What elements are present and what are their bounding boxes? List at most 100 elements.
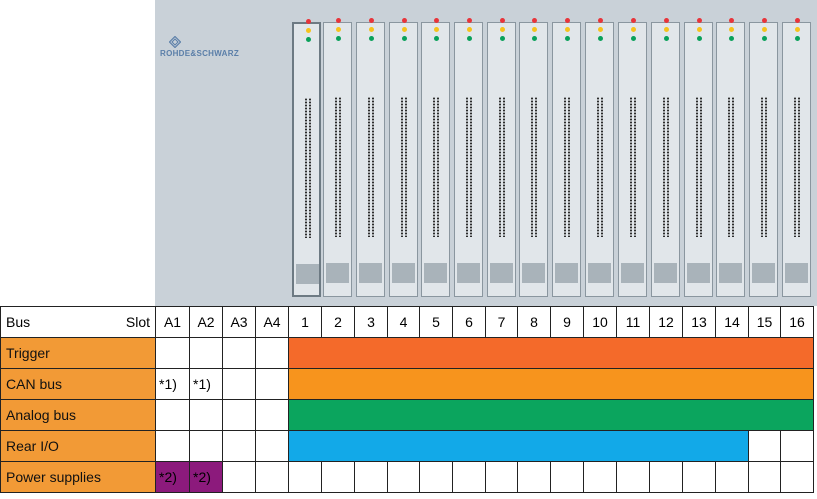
slot-cell bbox=[420, 462, 453, 493]
vent-grille bbox=[596, 97, 604, 237]
vent-grille bbox=[367, 97, 375, 237]
led-yellow-indicator bbox=[631, 27, 636, 32]
module-handle bbox=[785, 263, 808, 283]
aux-cell: *2) bbox=[190, 462, 223, 493]
led-yellow-indicator bbox=[729, 27, 734, 32]
aux-cell bbox=[223, 369, 256, 400]
rs-diamond-logo-icon bbox=[169, 36, 181, 48]
led-red-indicator bbox=[467, 18, 472, 23]
led-green-indicator bbox=[434, 36, 439, 41]
slot-cell bbox=[781, 431, 814, 462]
aux-cell bbox=[156, 400, 190, 431]
slot-header: 14 bbox=[716, 307, 749, 338]
vent-grille bbox=[760, 97, 768, 237]
led-green-indicator bbox=[402, 36, 407, 41]
slot-cell bbox=[453, 462, 486, 493]
aux-cell bbox=[256, 338, 289, 369]
vent-grille bbox=[400, 97, 408, 237]
slot-cell bbox=[716, 462, 749, 493]
aux-cell bbox=[156, 338, 190, 369]
bus-coverage-bar bbox=[289, 338, 814, 369]
aux-slot-header: A4 bbox=[256, 307, 289, 338]
led-green-indicator bbox=[697, 36, 702, 41]
led-green-indicator bbox=[369, 36, 374, 41]
bus-row-label: CAN bus bbox=[1, 369, 156, 400]
slot-header: 16 bbox=[781, 307, 814, 338]
module-card-15 bbox=[749, 22, 778, 297]
slot-header: 9 bbox=[551, 307, 584, 338]
bus-row-label: Trigger bbox=[1, 338, 156, 369]
led-yellow-indicator bbox=[697, 27, 702, 32]
led-green-indicator bbox=[762, 36, 767, 41]
slot-cell bbox=[322, 462, 355, 493]
slot-header: 15 bbox=[749, 307, 781, 338]
aux-cell bbox=[190, 431, 223, 462]
bus-coverage-bar bbox=[289, 400, 814, 431]
aux-slot-header: A3 bbox=[223, 307, 256, 338]
slot-header: 5 bbox=[420, 307, 453, 338]
module-handle bbox=[522, 263, 545, 283]
aux-cell bbox=[256, 462, 289, 493]
slot-cell bbox=[617, 462, 650, 493]
led-red-indicator bbox=[532, 18, 537, 23]
led-green-indicator bbox=[795, 36, 800, 41]
module-card-4 bbox=[389, 22, 418, 297]
vent-grille bbox=[563, 97, 571, 237]
slot-header: 1 bbox=[289, 307, 322, 338]
led-red-indicator bbox=[306, 19, 311, 24]
module-card-9 bbox=[552, 22, 581, 297]
aux-cell bbox=[223, 431, 256, 462]
aux-cell bbox=[190, 338, 223, 369]
led-yellow-indicator bbox=[369, 27, 374, 32]
table-row: Rear I/O bbox=[1, 431, 814, 462]
led-yellow-indicator bbox=[306, 28, 311, 33]
aux-slot-header: A1 bbox=[156, 307, 190, 338]
led-yellow-indicator bbox=[762, 27, 767, 32]
bus-row-label: Power supplies bbox=[1, 462, 156, 493]
led-red-indicator bbox=[762, 18, 767, 23]
slot-cell bbox=[650, 462, 683, 493]
slot-cell bbox=[683, 462, 716, 493]
led-green-indicator bbox=[500, 36, 505, 41]
led-red-indicator bbox=[598, 18, 603, 23]
vent-grille bbox=[662, 97, 670, 237]
slot-header: 2 bbox=[322, 307, 355, 338]
module-handle bbox=[326, 263, 349, 283]
slot-header: 4 bbox=[388, 307, 420, 338]
module-card-6 bbox=[454, 22, 483, 297]
slot-header: Slot bbox=[126, 314, 150, 330]
vent-grille bbox=[793, 97, 801, 237]
module-card-10 bbox=[585, 22, 614, 297]
led-green-indicator bbox=[598, 36, 603, 41]
table-row: Analog bus bbox=[1, 400, 814, 431]
led-green-indicator bbox=[729, 36, 734, 41]
led-red-indicator bbox=[729, 18, 734, 23]
led-red-indicator bbox=[336, 18, 341, 23]
led-red-indicator bbox=[795, 18, 800, 23]
vent-grille bbox=[727, 97, 735, 237]
aux-cell bbox=[256, 431, 289, 462]
led-yellow-indicator bbox=[598, 27, 603, 32]
slot-cell bbox=[486, 462, 518, 493]
slot-cell bbox=[781, 462, 814, 493]
module-handle bbox=[719, 263, 742, 283]
led-yellow-indicator bbox=[532, 27, 537, 32]
aux-cell bbox=[223, 400, 256, 431]
module-card-1 bbox=[292, 22, 321, 297]
aux-cell bbox=[256, 369, 289, 400]
module-handle bbox=[424, 263, 447, 283]
module-handle bbox=[588, 263, 611, 283]
slot-header: 11 bbox=[617, 307, 650, 338]
led-red-indicator bbox=[434, 18, 439, 23]
aux-cell: *1) bbox=[190, 369, 223, 400]
vent-grille bbox=[432, 97, 440, 237]
led-yellow-indicator bbox=[336, 27, 341, 32]
slot-cell bbox=[584, 462, 617, 493]
vent-grille bbox=[304, 98, 312, 238]
led-red-indicator bbox=[664, 18, 669, 23]
led-yellow-indicator bbox=[565, 27, 570, 32]
module-card-3 bbox=[356, 22, 385, 297]
